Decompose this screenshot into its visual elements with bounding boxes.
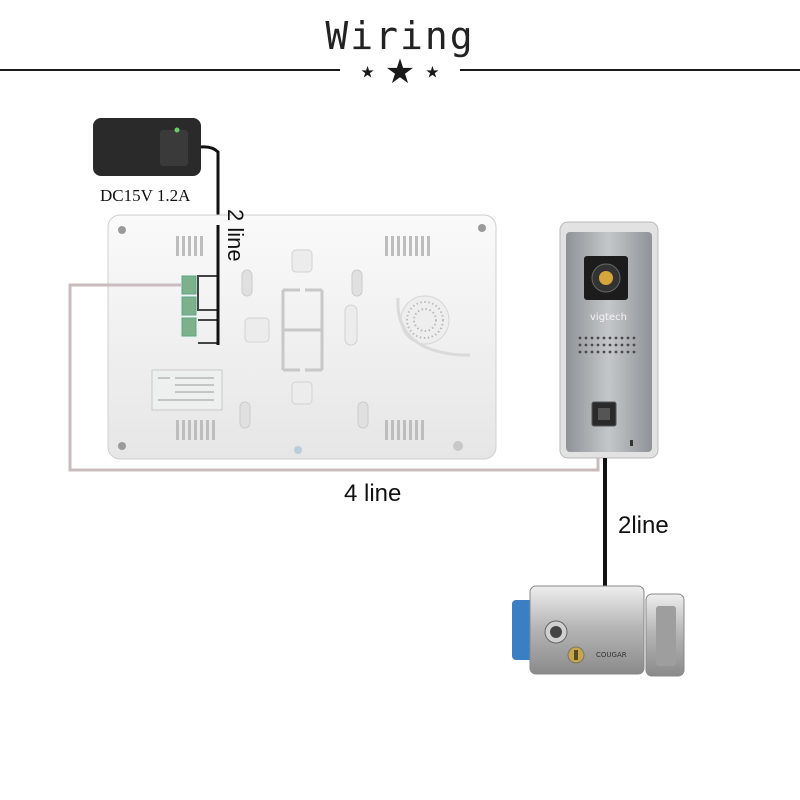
star-icon: ★ (360, 62, 375, 82)
monitor-back-panel (107, 214, 497, 460)
electric-lock: COUGAR (512, 585, 685, 677)
lock-brand: COUGAR (596, 651, 627, 659)
adapter-spec-label: DC15V 1.2A (100, 186, 191, 205)
doorbell-brand: vigtech (590, 312, 627, 323)
four-line-label: 4 line (344, 480, 402, 507)
page-title: Wiring (325, 14, 475, 58)
four-line-wire (68, 283, 600, 472)
power-adapter (93, 118, 220, 228)
title-divider-left (0, 69, 340, 71)
star-ornament: ★ ★ ★ (340, 52, 460, 92)
power-line-label: 2 line (223, 209, 248, 262)
door-camera-station: vigtech (559, 221, 659, 459)
lock-line-label: 2line (618, 512, 669, 539)
star-icon: ★ (384, 52, 416, 92)
star-icon: ★ (425, 62, 440, 82)
title-divider-right (460, 69, 800, 71)
